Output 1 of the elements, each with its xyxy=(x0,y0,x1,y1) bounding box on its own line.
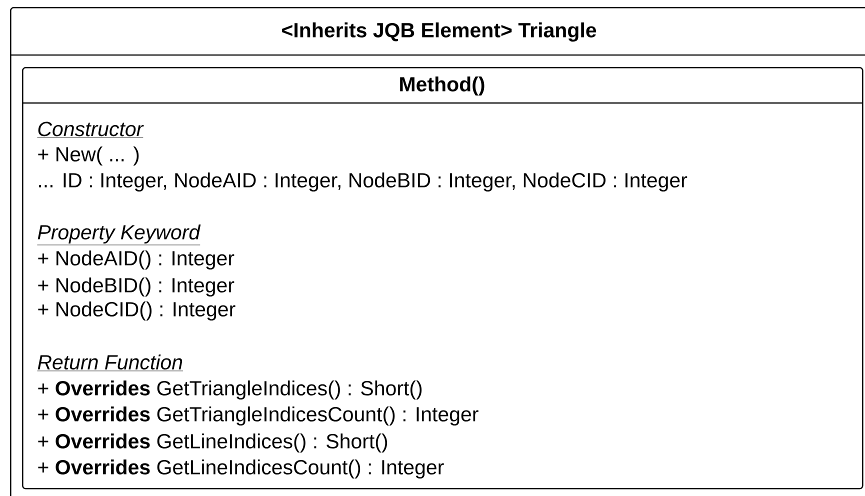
method-box: Method() Constructor + New( ... ) ... ID : Integer, NodeAID : Integer, NodeBID : Integer, NodeCID : Integer Property Keyword + NodeAID() : Integer + NodeBID() : Integer + NodeCID() : Integer Return Function + Overrides GetTriangleIndices() : Short() + Overrides GetTriangleIndicesCount() : Integer + Overrides GetLineIndices() : Short() + Overrides GetLineIndicesCount() : Integer xyxy=(22,67,864,490)
